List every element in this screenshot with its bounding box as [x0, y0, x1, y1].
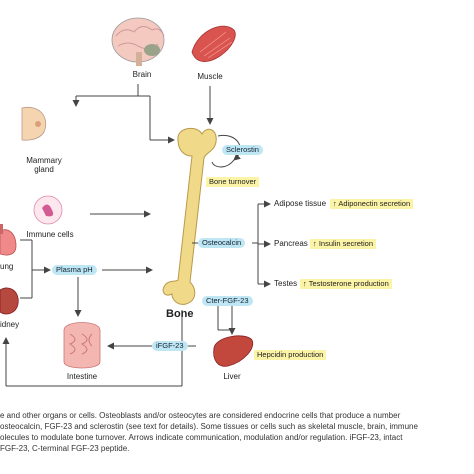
- brain-icon: [111, 17, 165, 66]
- muscle-icon: [191, 25, 236, 62]
- immune-cell-icon: [33, 195, 63, 225]
- liver-icon: [213, 335, 254, 367]
- bone-icon: [162, 127, 217, 305]
- adiponectin-highlight: ↑ Adiponectin secretion: [330, 199, 414, 209]
- testosterone-highlight: ↑ Testosterone production: [300, 279, 392, 289]
- immune-cells-label: Immune cells: [26, 230, 74, 239]
- mammary-gland-icon: [21, 106, 47, 141]
- adipose-tissue-label: Adipose tissue: [274, 199, 327, 208]
- sclerostin-pill: Sclerostin: [222, 145, 263, 155]
- kidney-icon: [0, 287, 19, 315]
- lung-label: ung: [0, 262, 14, 271]
- caption-line: FGF-23, C-terminal FGF-23 peptide.: [0, 444, 130, 453]
- plasma-ph-pill: Plasma pH: [52, 265, 97, 275]
- intestine-label: Intestine: [66, 372, 98, 381]
- brain-label: Brain: [132, 70, 152, 79]
- osteocalcin-pill: Osteocalcin: [198, 238, 246, 248]
- caption-line: olecules to modulate bone turnover. Arro…: [0, 433, 403, 442]
- cter-fgf23-pill: Cter-FGF-23: [202, 296, 253, 306]
- mammary-gland-label: Mammary gland: [26, 156, 62, 174]
- intestine-icon: [63, 322, 101, 369]
- bone-turnover-highlight: Bone turnover: [206, 177, 260, 187]
- muscle-label: Muscle: [197, 72, 223, 81]
- lung-icon: [0, 224, 17, 256]
- arrows-group: [2, 84, 271, 387]
- liver-label: Liver: [223, 372, 241, 381]
- kidney-label: idney: [0, 320, 20, 329]
- insulin-highlight: ↑ Insulin secretion: [310, 239, 377, 249]
- ifgf23-pill: iFGF-23: [152, 341, 188, 351]
- pancreas-label: Pancreas: [274, 239, 308, 248]
- bone-title: Bone: [166, 308, 194, 320]
- caption-line: osteocalcin, FGF-23 and sclerostin (see …: [0, 422, 418, 431]
- figure-caption: e and other organs or cells. Osteoblasts…: [0, 410, 474, 454]
- testes-label: Testes: [274, 279, 298, 288]
- caption-line: e and other organs or cells. Osteoblasts…: [0, 411, 401, 420]
- hepcidin-highlight: Hepcidin production: [254, 350, 327, 360]
